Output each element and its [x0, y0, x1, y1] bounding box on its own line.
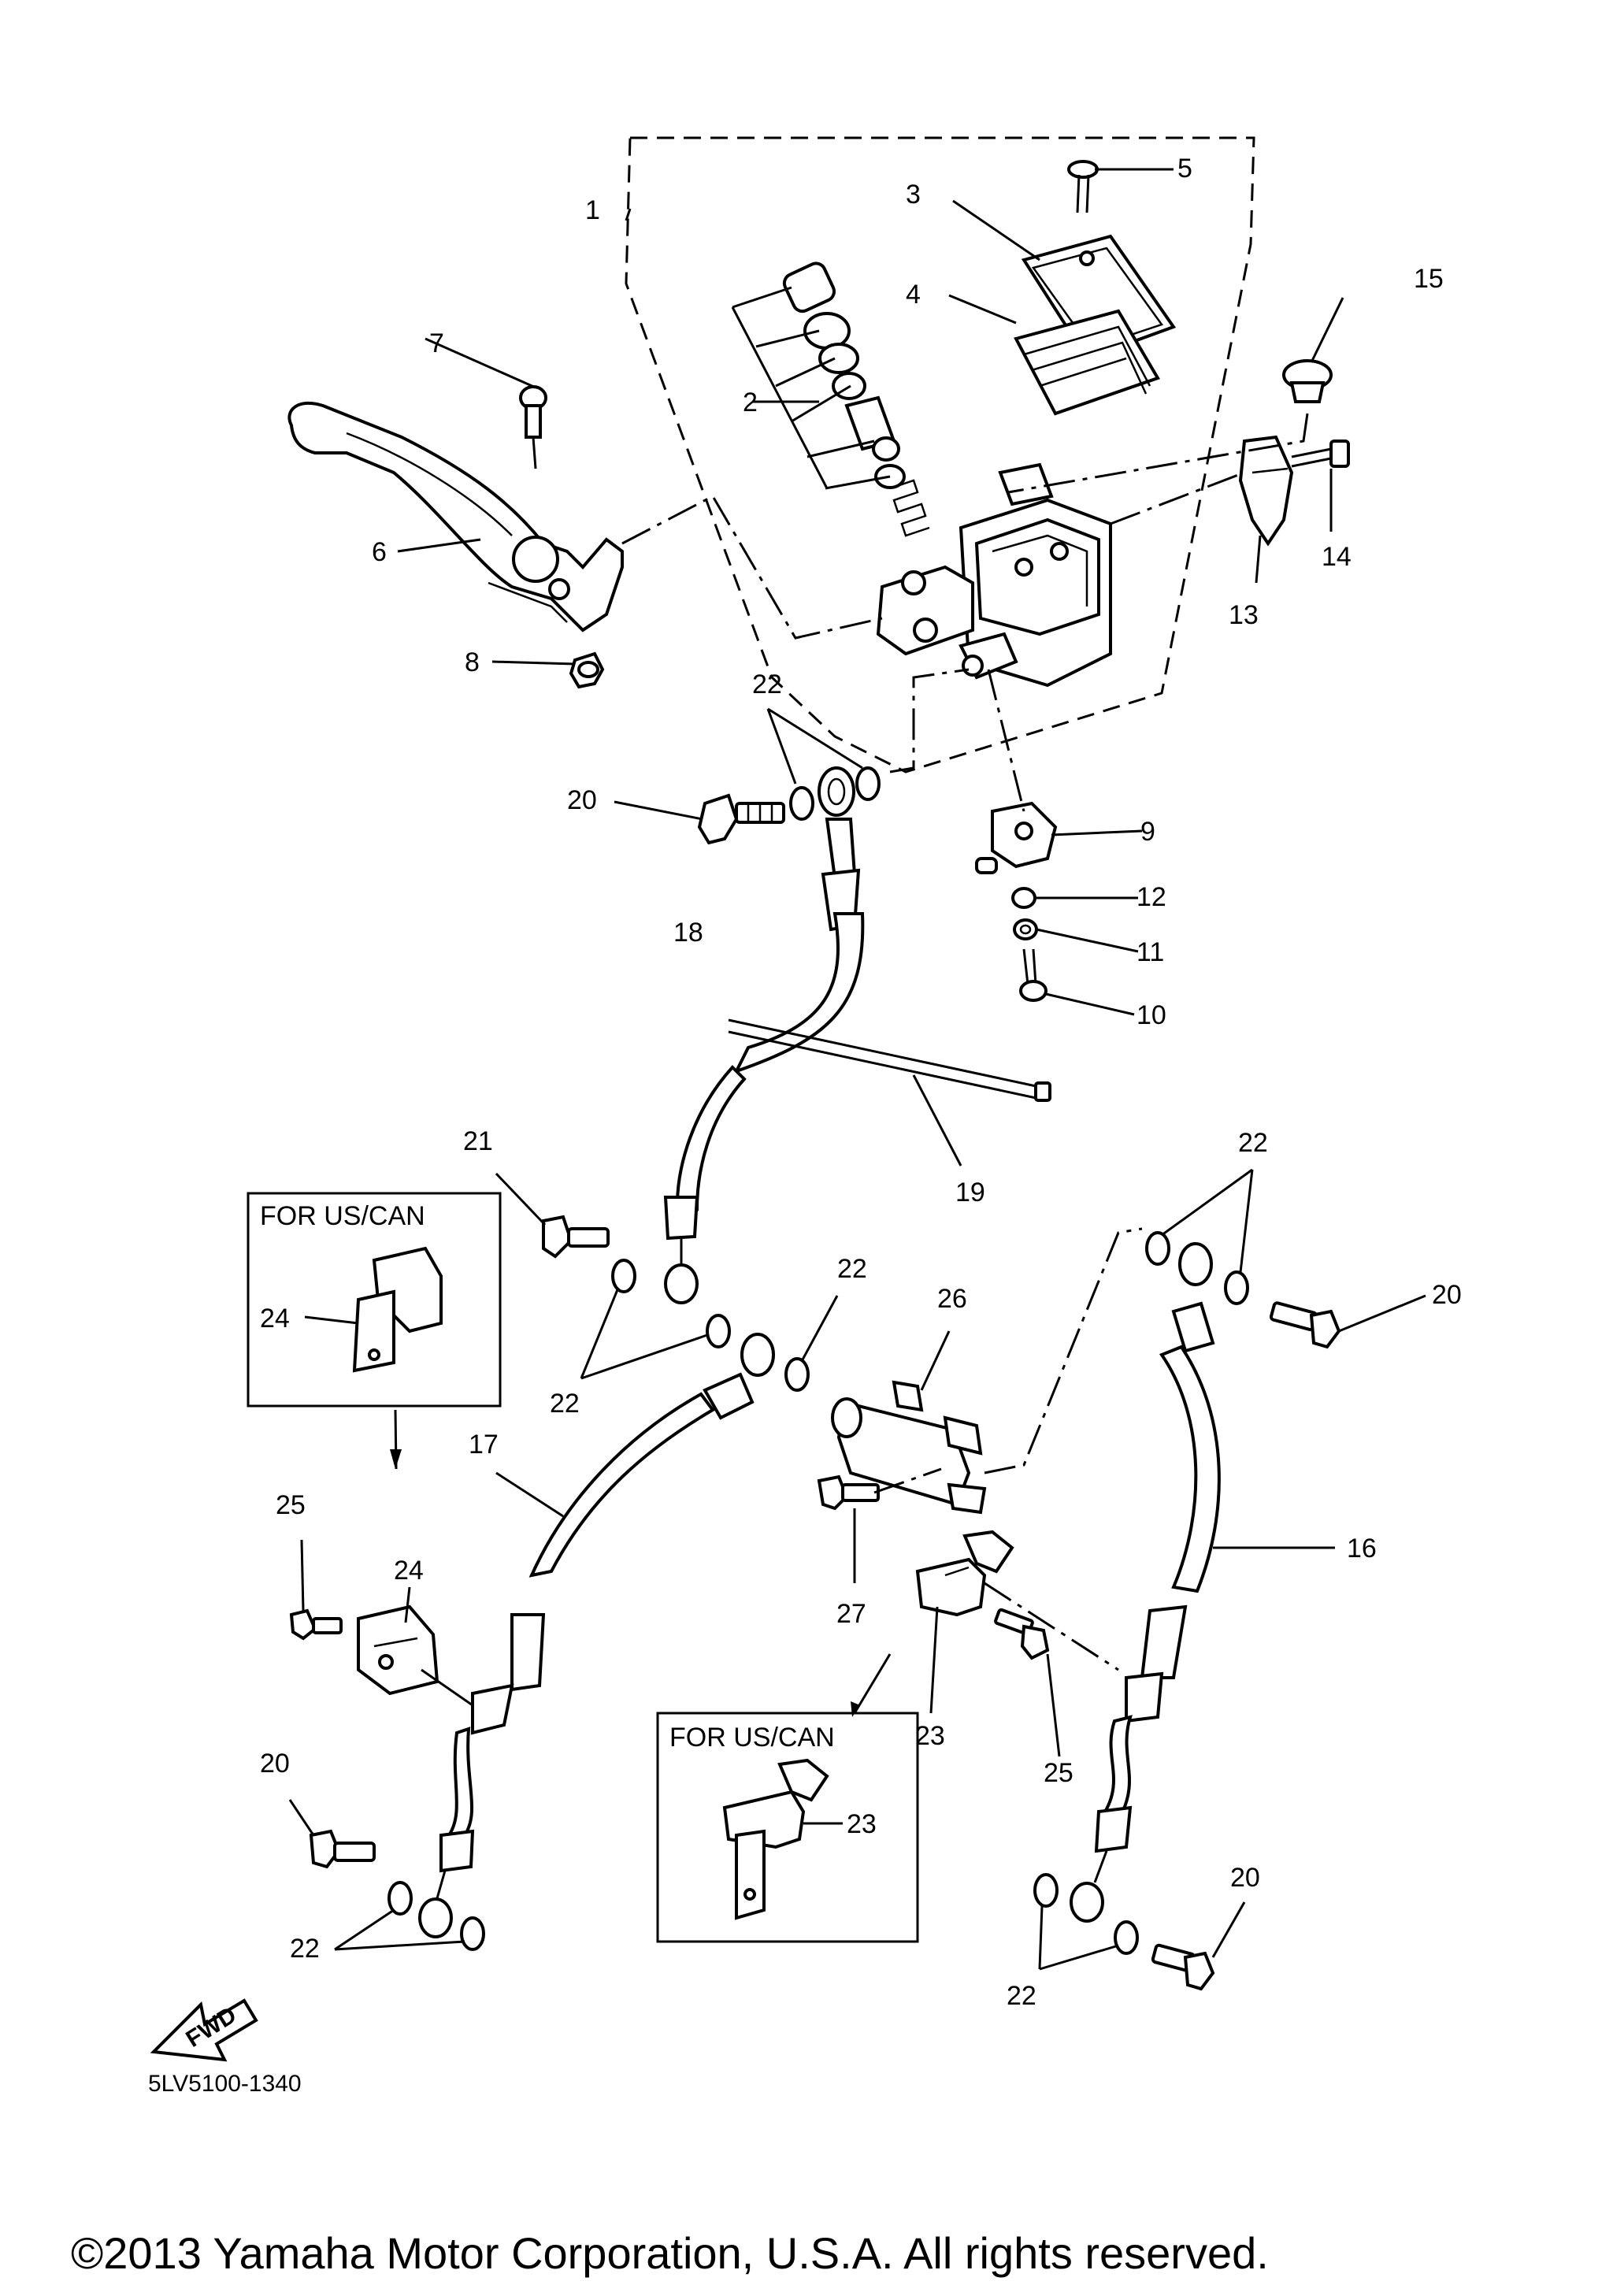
label-part-18: 18: [673, 918, 703, 948]
inset-left-title: FOR US/CAN: [260, 1201, 425, 1231]
union-bolt-top: [697, 793, 785, 845]
forward-arrow-icon: FWD: [150, 1998, 258, 2062]
label-part-3: 3: [906, 180, 921, 210]
lever-nut: [569, 651, 605, 689]
label-part-21: 21: [463, 1126, 493, 1156]
label-part-8: 8: [465, 647, 480, 677]
label-part-24-inset: 24: [260, 1304, 290, 1333]
union-bolt-lower-left: [309, 1829, 376, 1869]
label-part-22-lower-right: 22: [1007, 1981, 1036, 2011]
washer: [460, 1916, 485, 1951]
union-bolt-right-top: [1269, 1301, 1341, 1349]
switch-nut: [1011, 887, 1036, 909]
hose-clamp-24: [357, 1604, 439, 1696]
label-part-26: 26: [937, 1284, 967, 1314]
washer: [784, 1357, 810, 1392]
washer: [706, 1314, 731, 1348]
washer: [1114, 1920, 1139, 1955]
label-part-23: 23: [915, 1721, 945, 1751]
label-part-1: 1: [585, 195, 600, 225]
label-part-20-right-bottom: 20: [1230, 1863, 1260, 1893]
copyright-notice: ©2013 Yamaha Motor Corporation, U.S.A. A…: [71, 2228, 1269, 2278]
joint-bolt-27: [817, 1474, 880, 1511]
label-part-5: 5: [1177, 154, 1192, 184]
label-part-22-mid: 22: [837, 1254, 867, 1284]
hose-clamp-23: [915, 1530, 1014, 1617]
label-part-22-top: 22: [752, 670, 782, 699]
master-cylinder-holder: [1238, 435, 1294, 547]
washer: [611, 1259, 636, 1293]
label-part-27: 27: [836, 1599, 866, 1629]
label-part-24: 24: [394, 1556, 424, 1586]
washer: [387, 1881, 413, 1916]
switch-lock-washer: [1013, 918, 1038, 940]
master-cylinder-body: [876, 462, 1112, 688]
clamp-bolt-25-left: [289, 1608, 343, 1641]
washer: [1145, 1231, 1170, 1266]
label-part-15: 15: [1414, 264, 1444, 294]
brake-hose-16: [1070, 1242, 1221, 1923]
label-part-25-left: 25: [276, 1490, 306, 1520]
label-part-20-right-top: 20: [1432, 1280, 1462, 1310]
union-bolt-right-bottom: [1151, 1943, 1215, 1991]
label-part-11: 11: [1137, 937, 1164, 967]
switch-screw: [1019, 948, 1048, 1002]
brake-hose-18: [663, 818, 865, 1304]
label-part-17: 17: [469, 1430, 499, 1460]
washer: [1033, 1873, 1059, 1908]
label-part-22-lower-left: 22: [290, 1934, 320, 1964]
label-part-12: 12: [1137, 882, 1166, 912]
washer: [789, 786, 814, 821]
banjo-fitting-top: [818, 766, 855, 817]
label-part-19: 19: [955, 1178, 985, 1207]
lever-pivot-bolt: [519, 385, 547, 469]
label-part-25-right: 25: [1044, 1758, 1073, 1788]
label-part-9: 9: [1140, 817, 1155, 847]
brake-hose-17: [418, 1333, 775, 1938]
washer: [855, 766, 881, 801]
label-part-22-right-top: 22: [1238, 1128, 1268, 1158]
diagram-code: 5LV5100-1340: [148, 2071, 302, 2097]
piston-kit: [731, 261, 930, 537]
brake-light-switch: [975, 801, 1058, 874]
inset-box-us-can-left: [247, 1192, 502, 1408]
label-part-2: 2: [743, 388, 758, 417]
reservoir-diaphragm: [1014, 309, 1160, 416]
label-part-13: 13: [1229, 600, 1259, 630]
washer: [1224, 1270, 1249, 1305]
label-part-22-left-mid: 22: [550, 1389, 580, 1419]
lever-pivot-cap: [1282, 359, 1333, 403]
label-part-10: 10: [1137, 1000, 1166, 1030]
inset-bottom-title: FOR US/CAN: [669, 1723, 835, 1753]
brake-lever: [287, 401, 624, 632]
holder-bolt: [1291, 440, 1350, 468]
brake-hose-joint-26: [831, 1380, 987, 1515]
brake-pipe-19: [728, 1018, 1051, 1102]
union-bolt-21: [542, 1215, 610, 1259]
label-part-16: 16: [1347, 1534, 1377, 1563]
label-part-20-top: 20: [567, 785, 597, 815]
label-part-4: 4: [906, 280, 921, 310]
label-part-7: 7: [429, 328, 444, 358]
assembly-boundary: [625, 136, 1255, 773]
label-part-6: 6: [372, 537, 387, 567]
label-part-23-inset: 23: [847, 1809, 877, 1839]
label-part-20-lower-left: 20: [260, 1749, 290, 1779]
clamp-bolt-25-right: [994, 1608, 1050, 1660]
inset-box-us-can-bottom: [656, 1712, 919, 1943]
cap-screw: [1067, 160, 1099, 213]
label-part-14: 14: [1322, 542, 1352, 572]
